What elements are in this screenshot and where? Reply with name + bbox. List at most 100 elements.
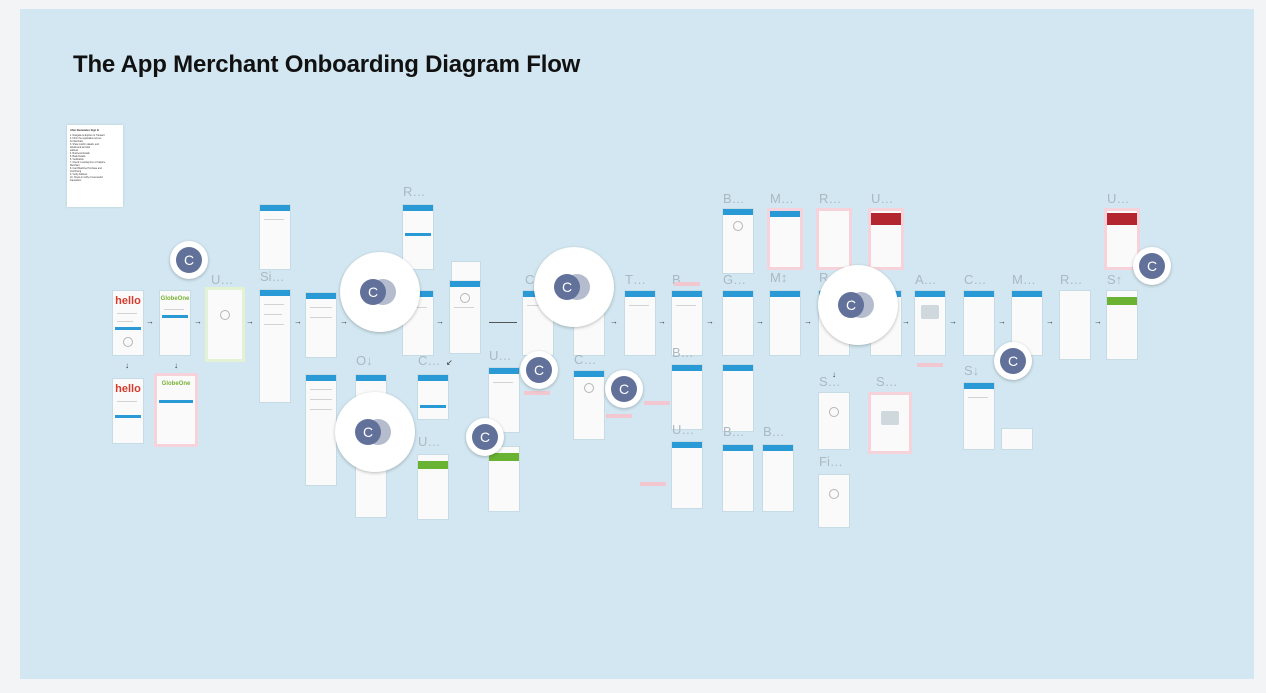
frame-label: C… [964, 272, 987, 287]
frame-label: U… [1107, 191, 1130, 206]
screen-signin-top[interactable] [260, 205, 290, 269]
note-line: address [70, 150, 79, 152]
note-line: 10. Check in notify of successful [70, 177, 103, 179]
frame-label: M↕ [770, 270, 788, 285]
frame-label: R… [403, 184, 426, 199]
screen-card-2[interactable] [574, 371, 604, 439]
screen-list-long[interactable] [306, 375, 336, 485]
screen-bank-list-2[interactable] [763, 445, 793, 511]
screen-business[interactable] [672, 291, 702, 355]
screen-list[interactable] [306, 293, 336, 357]
screen-done[interactable] [1107, 291, 1137, 359]
frame-label: C… [574, 352, 597, 367]
screen-review-top[interactable] [816, 208, 852, 270]
note-line: 4. Business Details [70, 153, 90, 155]
frame-label: O↓ [356, 353, 373, 368]
frame-label: U… [211, 272, 234, 287]
hello-logo: hello [115, 295, 141, 307]
screen-confirm[interactable] [418, 375, 448, 419]
arrow-icon: → [998, 317, 1006, 326]
note-line: Confirming [70, 171, 82, 173]
screen-update-top[interactable] [1104, 208, 1140, 270]
comment-avatar-group[interactable]: C [340, 252, 420, 332]
note-line: 9. Verify Address [70, 174, 88, 176]
comment-avatar[interactable]: C [466, 418, 504, 456]
note-line: Merchant [70, 165, 80, 167]
screen-ticket-small[interactable] [452, 262, 480, 282]
screen-address[interactable] [915, 291, 945, 355]
screen-bank-list[interactable] [723, 445, 753, 511]
arrow-icon: ↓ [174, 361, 178, 370]
screen-hello-2[interactable]: hello [113, 379, 143, 443]
screen-globeone[interactable]: GlobeOne [160, 291, 190, 355]
comment-avatar[interactable]: C [994, 342, 1032, 380]
screen-loading[interactable] [205, 287, 245, 362]
note-line: for Merchant [70, 141, 83, 143]
frame-label: B… [763, 424, 785, 439]
screen-register-top[interactable] [403, 205, 433, 269]
screen-finish[interactable] [819, 475, 849, 527]
comment-tag [674, 282, 700, 286]
comment-avatar[interactable]: C [1133, 247, 1171, 285]
screen-merchant-top[interactable] [767, 208, 803, 270]
frame-label: B… [672, 345, 694, 360]
screen-status[interactable] [819, 393, 849, 449]
screen-upload[interactable] [672, 442, 702, 508]
note-line: 3. Show confirm details, and [70, 144, 99, 146]
screen-success[interactable] [418, 455, 448, 519]
arrow-icon: ↓ [125, 361, 129, 370]
frame-label: M… [770, 191, 794, 206]
screen-bank[interactable] [723, 291, 753, 355]
screen-form[interactable] [450, 281, 480, 353]
screen-bank-keyboard[interactable] [723, 365, 753, 431]
screen-store[interactable] [868, 392, 912, 454]
comment-tag [917, 363, 943, 367]
note-line: 7. Check in setting time of Capture [70, 162, 106, 164]
arrow-icon: → [1094, 317, 1102, 326]
screen-result[interactable] [1060, 291, 1090, 359]
diagram-canvas[interactable]: The App Merchant Onboarding Diagram Flow… [20, 9, 1254, 679]
arrow-icon: → [1046, 317, 1054, 326]
screen-hello[interactable]: hello [113, 291, 143, 355]
avatar-icon: C [611, 376, 637, 402]
screen-settings[interactable] [964, 383, 994, 449]
screen-terms[interactable] [625, 291, 655, 355]
avatar-icon: C [838, 292, 864, 318]
screen-merchant[interactable] [770, 291, 800, 355]
screen-card-machine[interactable] [964, 291, 994, 355]
screen-business-2[interactable] [672, 365, 702, 429]
comment-avatar[interactable]: C [520, 351, 558, 389]
arrow-icon: → [949, 317, 957, 326]
screen-globeone-2[interactable]: GlobeOne [154, 373, 198, 447]
note-line: 8. Card Machine Purchase and [70, 168, 102, 170]
note-line: details and terminal [70, 147, 90, 149]
arrow-icon: ↙ [446, 358, 453, 367]
note-line: 5. Bank Details [70, 156, 86, 158]
frame-label: S↑ [1107, 272, 1123, 287]
frame-label: U… [489, 348, 512, 363]
frame-label: U… [672, 422, 695, 437]
note-line: transaction [70, 180, 82, 182]
arrow-icon: → [146, 317, 154, 326]
note-line: 6. Verification [70, 159, 84, 161]
avatar-icon: C [1139, 253, 1165, 279]
screen-bank-top[interactable] [723, 209, 753, 273]
comment-avatar-group[interactable]: C [818, 265, 898, 345]
screen-small-menu[interactable] [1002, 429, 1032, 449]
frame-label: S… [819, 374, 841, 389]
comment-avatar-group[interactable]: C [335, 392, 415, 472]
frame-label: U… [871, 191, 894, 206]
instructions-note: After Demandes Sign In 1. Navigate to Ex… [67, 125, 123, 207]
frame-label: S… [876, 374, 898, 389]
avatar-icon: C [554, 274, 580, 300]
comment-avatar[interactable]: C [170, 241, 208, 279]
comment-tag [606, 414, 632, 418]
screen-signin[interactable] [260, 290, 290, 402]
comment-avatar[interactable]: C [605, 370, 643, 408]
arrow-icon: → [804, 317, 812, 326]
screen-unavailable-top[interactable] [868, 208, 904, 270]
comment-avatar-group[interactable]: C [534, 247, 614, 327]
screen-success-2[interactable] [489, 447, 519, 511]
arrow-icon: → [706, 317, 714, 326]
frame-label: R… [1060, 272, 1083, 287]
